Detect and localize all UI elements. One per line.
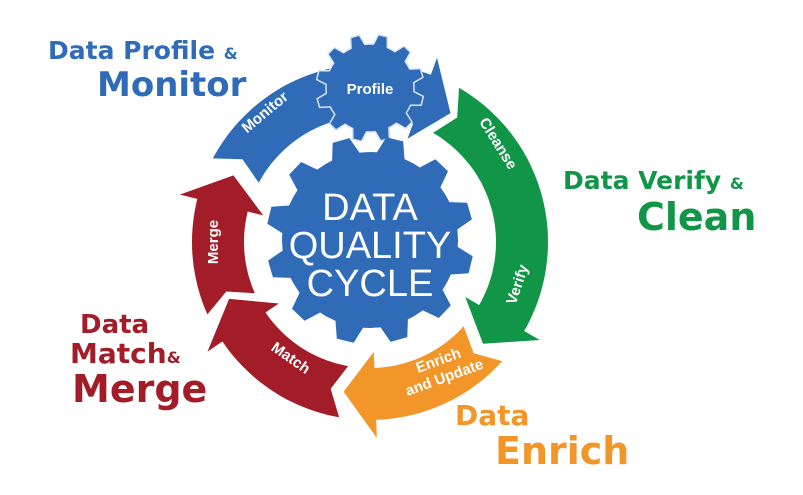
phase-profile-line1: Data Profile (48, 36, 216, 65)
phase-verify-line1: Data Verify (563, 166, 722, 195)
cleanse-verify-arrow (433, 87, 548, 344)
merge-label: Merge (205, 220, 222, 264)
enrich-arrow (343, 326, 503, 438)
phase-match-line1: Data (80, 310, 150, 340)
phase-profile-title: Data Profile & (48, 38, 238, 63)
phase-enrich-line1: Data (455, 399, 530, 432)
phase-profile-line2: Monitor (97, 65, 247, 105)
phase-match-line2: Match (70, 337, 167, 370)
ampersand: & (223, 44, 238, 63)
phase-match-line3: Merge (72, 367, 208, 411)
phase-enrich-line2: Enrich (495, 429, 630, 473)
profile-gear-icon (315, 33, 425, 143)
profile-label: Profile (347, 81, 394, 98)
ampersand: & (729, 174, 744, 193)
center-title-line: CYCLE (307, 263, 434, 305)
center-title-line: QUALITY (289, 225, 452, 267)
merge-arrow (179, 175, 264, 315)
ampersand: & (166, 348, 181, 367)
phase-match-line2-wrap: Match& (70, 340, 181, 368)
center-gear-icon (267, 137, 473, 343)
center-title-line: DATA (322, 187, 418, 229)
match-arrow (207, 298, 349, 418)
center-title: DATA QUALITY CYCLE (289, 187, 452, 305)
phase-verify-line2: Clean (637, 195, 757, 239)
phase-verify-title: Data Verify & (563, 168, 744, 193)
